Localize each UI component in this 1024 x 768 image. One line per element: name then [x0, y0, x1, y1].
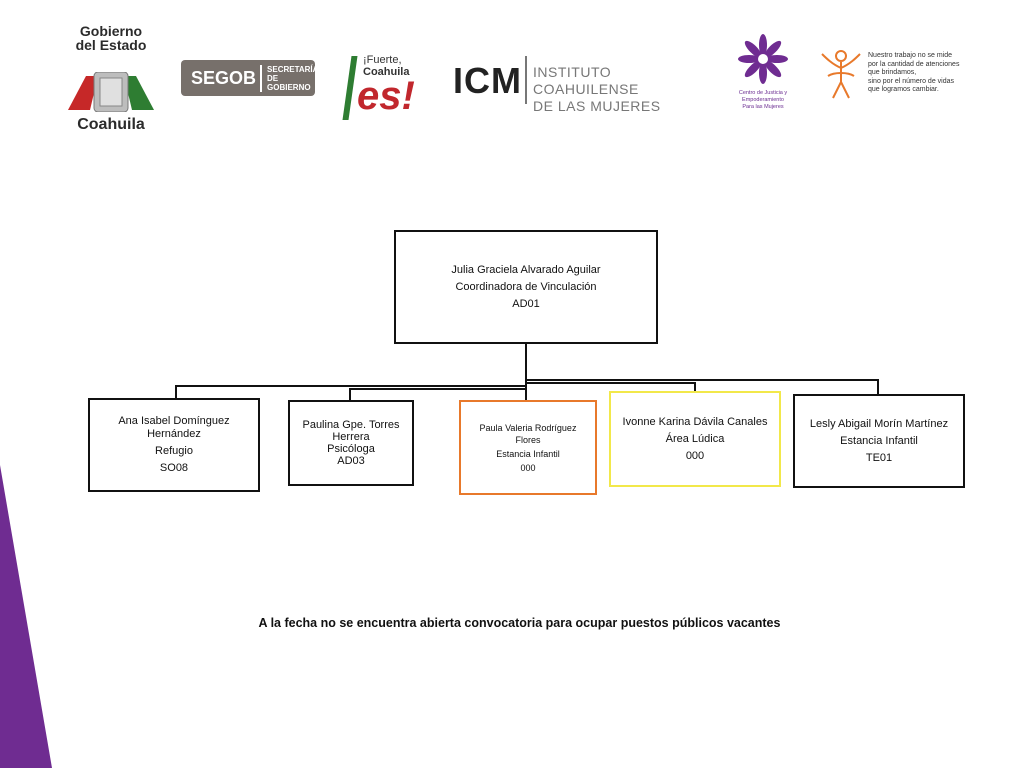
- node-role: Área Lúdica: [665, 432, 725, 445]
- node-code: SO08: [159, 462, 189, 474]
- gobierno-coahuila-logo: Gobierno del Estado Coahuila: [66, 22, 156, 134]
- node-code: AD01: [512, 297, 540, 310]
- org-node-paula: Paula Valeria Rodríguez Flores Estancia …: [459, 400, 597, 495]
- node-name: Lesly Abigail Morín Martínez: [809, 417, 949, 430]
- quote-line3: que brindamos,: [868, 69, 917, 76]
- connector-left-rail: [175, 385, 526, 398]
- node-code: 000: [685, 449, 705, 462]
- node-name-line2: Herrera: [332, 431, 370, 443]
- node-name: Julia Graciela Alvarado Aguilar: [451, 263, 601, 276]
- quote-line2: por la cantidad de atenciones: [868, 60, 960, 68]
- coahuila-shield-icon: [68, 72, 154, 112]
- node-code: AD03: [337, 455, 365, 467]
- segob-sub1: SECRETARÍA: [267, 64, 319, 74]
- icm-acronym: ICM: [453, 60, 522, 101]
- org-node-ivonne: Ivonne Karina Dávila Canales Área Lúdica…: [609, 391, 781, 487]
- quote-line5: que logramos cambiar.: [868, 86, 939, 93]
- flower-star-icon: [738, 34, 788, 84]
- org-node-lesly: Lesly Abigail Morín Martínez Estancia In…: [793, 394, 965, 488]
- woman-figure-icon: [821, 50, 861, 99]
- node-role: Estancia Infantil: [496, 448, 560, 459]
- connector-ivonne: [526, 382, 696, 391]
- quote-line4: sino por el número de vidas: [868, 77, 954, 85]
- fuerte-small1: ¡Fuerte,: [363, 54, 402, 66]
- node-code: 000: [520, 462, 536, 473]
- centro-justicia-logo: Centro de Justicia y Empoderamiento Para…: [732, 32, 794, 118]
- node-role: Estancia Infantil: [840, 434, 918, 447]
- connector-paulina: [349, 388, 526, 400]
- icm-logo: ICM INSTITUTO COAHUILENSE DE LAS MUJERES: [453, 54, 713, 114]
- node-role: Refugio: [155, 445, 193, 457]
- segob-sub2: DE GOBIERNO: [267, 73, 311, 92]
- vacancy-notice: A la fecha no se encuentra abierta convo…: [258, 616, 781, 630]
- centro-line3: Para las Mujeres: [742, 104, 784, 110]
- fuerte-bar-icon: [342, 56, 358, 120]
- org-node-ana: Ana Isabel Domínguez Hernández Refugio S…: [88, 398, 260, 492]
- node-role: Psicóloga: [327, 443, 375, 455]
- gob-line2: del Estado: [75, 37, 147, 53]
- quote-line1: Nuestro trabajo no se mide: [868, 52, 953, 59]
- fuerte-small2: Coahuila: [363, 66, 410, 78]
- node-code: TE01: [865, 451, 893, 464]
- icm-name1: INSTITUTO COAHUILENSE: [533, 64, 639, 97]
- icm-name2: DE LAS MUJERES: [533, 98, 661, 114]
- segob-logo: SEGOB SECRETARÍA DE GOBIERNO: [181, 60, 319, 96]
- node-name-line2: Hernández: [147, 428, 201, 440]
- fuerte-big: es!: [357, 74, 415, 118]
- icm-divider: [525, 56, 527, 104]
- node-name-line1: Paulina Gpe. Torres: [302, 419, 400, 431]
- gob-name: Coahuila: [77, 116, 145, 133]
- node-name: Ivonne Karina Dávila Canales: [622, 415, 768, 428]
- segob-word: SEGOB: [191, 67, 257, 88]
- node-name-line1: Paula Valeria Rodríguez: [479, 422, 577, 433]
- node-name-line2: Flores: [515, 434, 541, 445]
- fuerte-coahuila-logo: ¡Fuerte, Coahuila es!: [342, 52, 425, 122]
- node-role: Coordinadora de Vinculación: [455, 280, 597, 293]
- centro-line2: Empoderamiento: [742, 97, 784, 103]
- org-node-paulina: Paulina Gpe. Torres Herrera Psicóloga AD…: [288, 400, 414, 486]
- centro-line1: Centro de Justicia y: [738, 90, 788, 96]
- quote-logo: Nuestro trabajo no se mide por la cantid…: [818, 46, 968, 106]
- gob-line1: Gobierno: [79, 23, 143, 39]
- org-node-coordinadora: Julia Graciela Alvarado Aguilar Coordina…: [394, 230, 658, 344]
- node-name-line1: Ana Isabel Domínguez: [118, 415, 230, 427]
